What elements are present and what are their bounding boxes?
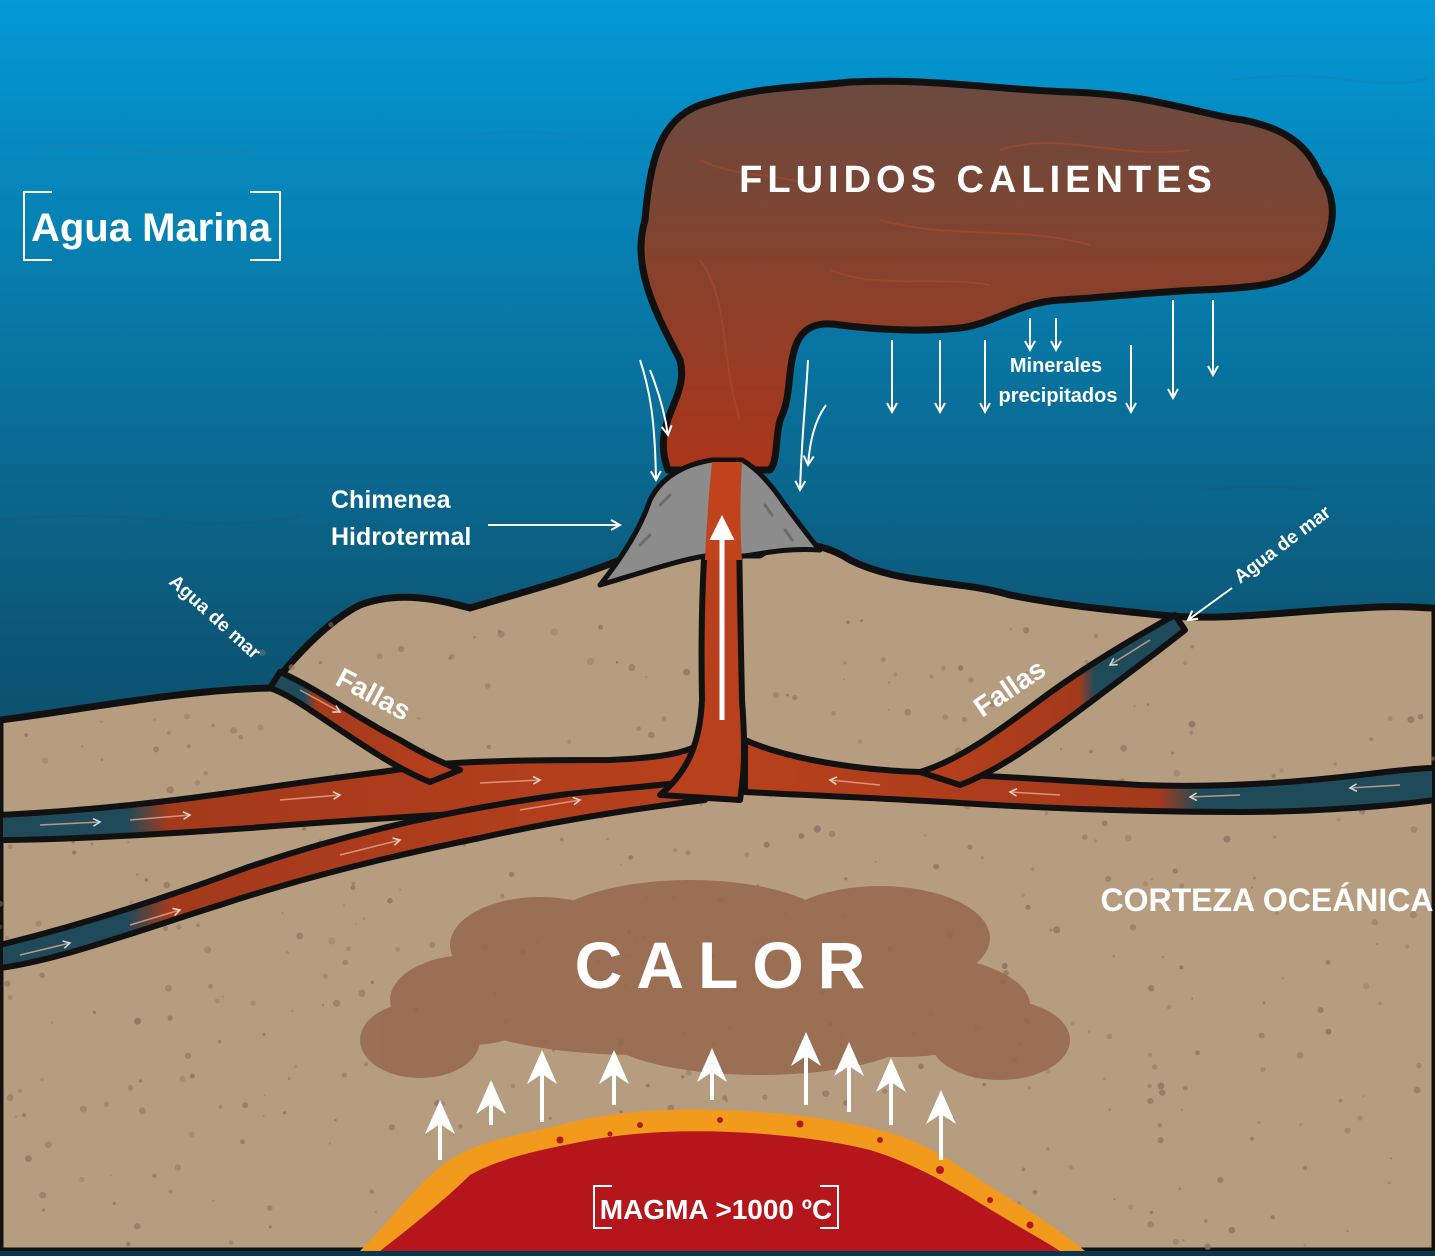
channel-left-upper: [0, 737, 708, 843]
sea-ripples: [0, 75, 1431, 579]
minerals-label-line2: precipitados: [999, 385, 1118, 407]
plume-swirls: [699, 141, 1191, 421]
channel-flow-arrows: [19, 639, 1401, 956]
magma-label: MAGMA >1000 ºC: [600, 1194, 832, 1225]
chimney-label-line2: Hidrotermal: [331, 523, 471, 551]
seawater-right-pointer: [1188, 587, 1233, 620]
chimney-label-line1: Chimenea: [331, 486, 452, 514]
fault-right: [917, 612, 1188, 788]
heat-label: CALOR: [575, 928, 880, 1002]
magma-chamber: [380, 1131, 1060, 1251]
chimney-texture: [638, 493, 794, 547]
hot-fluid-plume: [637, 77, 1336, 474]
heat-cloud: [360, 880, 1070, 1080]
oceanic-crust-label: CORTEZA OCEÁNICA: [1100, 882, 1433, 918]
heat-rising-arrows: [425, 1032, 956, 1160]
label-sea-water: Agua Marina: [23, 191, 281, 261]
minerals-label-line1: Minerales: [1010, 355, 1102, 377]
hot-fluids-label: FLUIDOS CALIENTES: [739, 159, 1217, 201]
label-magma: MAGMA >1000 ºC: [593, 1185, 839, 1229]
mineral-precipitation-arrows: [892, 300, 1213, 412]
seawater-inflow-arrows: [639, 359, 827, 490]
magma-bubbles: [427, 1117, 1034, 1229]
sea-water-label: Agua Marina: [31, 206, 272, 250]
